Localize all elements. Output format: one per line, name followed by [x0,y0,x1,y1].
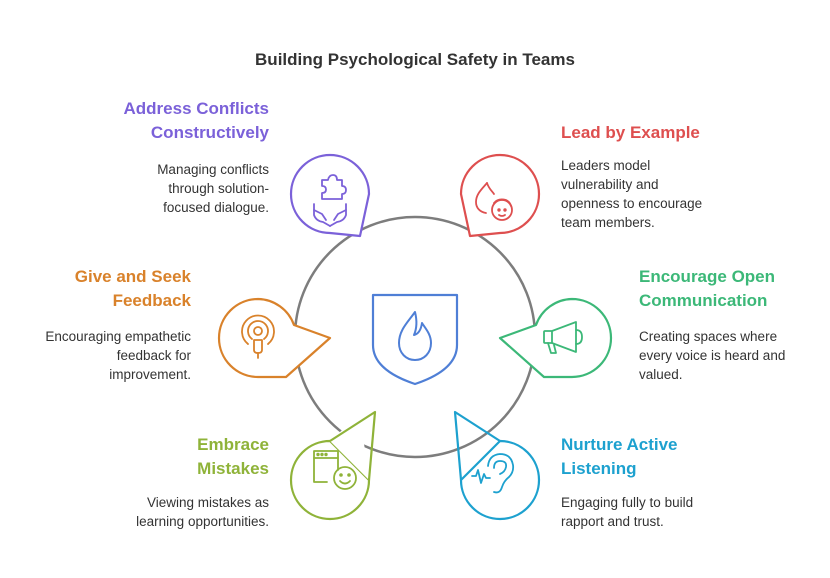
desc-line: Encouraging empathetic [45,329,191,344]
desc-line: through solution- [168,181,269,196]
desc-embrace-mistakes: Viewing mistakes as learning opportuniti… [136,493,269,531]
desc-line: team members. [561,215,655,230]
desc-line: vulnerability and [561,177,659,192]
podcast-icon [241,314,275,359]
desc-lead-by-example: Leaders model vulnerability and openness… [561,156,702,232]
heading-encourage-open-communication: Encourage Open Communication [639,265,775,313]
desc-nurture-active-listening: Engaging fully to build rapport and trus… [561,493,693,531]
heading-line: Mistakes [197,459,269,478]
desc-line: feedback for [116,348,191,363]
flame-face-icon [475,182,513,221]
heading-line: Give and Seek [74,267,191,286]
embrace-mistakes-bubble [289,410,377,521]
lead-by-example-bubble [459,153,541,238]
desc-line: every voice is heard and [639,348,786,363]
desc-line: Creating spaces where [639,329,778,344]
ear-listening-icon [471,453,515,494]
desc-line: valued. [639,367,683,382]
heading-line: Listening [561,459,637,478]
desc-line: openness to encourage [561,196,703,211]
nurture-active-listening-bubble [453,410,541,521]
desc-line: Leaders model [561,158,651,173]
desc-line: learning opportunities. [136,514,269,529]
heading-line: Communication [639,291,768,310]
flame-shield-icon [398,311,432,361]
center-shield [371,293,459,386]
desc-line: rapport and trust. [561,514,664,529]
heading-embrace-mistakes: Embrace Mistakes [197,433,269,481]
desc-line: Managing conflicts [157,162,269,177]
diagram-title: Building Psychological Safety in Teams [255,50,575,69]
heading-line: Encourage Open [639,267,776,286]
heading-nurture-active-listening: Nurture Active Listening [561,433,678,481]
desc-line: Engaging fully to build [561,495,694,510]
heading-address-conflicts: Address Conflicts Constructively [124,97,269,145]
heading-line: Nurture Active [561,435,678,454]
desc-give-seek-feedback: Encouraging empathetic feedback for impr… [45,327,191,384]
heading-lead-by-example: Lead by Example [561,121,700,145]
heading-line: Constructively [150,123,269,142]
megaphone-icon [543,321,583,354]
encourage-open-communication-bubble [498,297,613,379]
desc-address-conflicts: Managing conflicts through solution- foc… [157,160,269,217]
desc-line: focused dialogue. [163,200,269,215]
heading-line: Lead by Example [561,123,700,142]
puzzle-hands-icon [313,174,347,227]
heading-give-seek-feedback: Give and Seek Feedback [75,265,191,313]
browser-smiley-icon [313,450,357,490]
address-conflicts-bubble [289,153,371,238]
heading-line: Feedback [112,291,191,310]
heading-line: Embrace [197,435,269,454]
desc-line: Viewing mistakes as [146,495,269,510]
heading-line: Address Conflicts [123,99,269,118]
desc-line: improvement. [109,367,191,382]
desc-encourage-open-communication: Creating spaces where every voice is hea… [639,327,785,384]
give-seek-feedback-bubble [217,297,332,379]
